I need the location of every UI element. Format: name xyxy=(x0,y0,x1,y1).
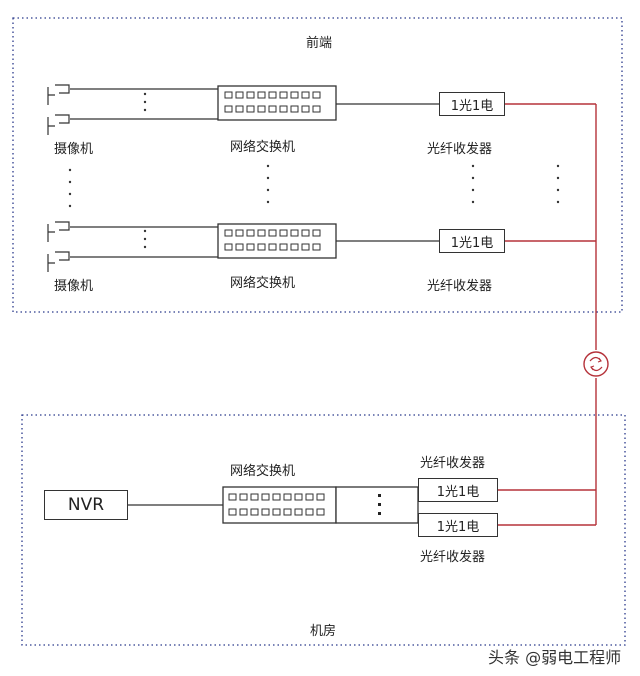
camera-label: 摄像机 xyxy=(54,142,94,157)
front-end-region-border xyxy=(12,17,623,313)
camera-icon xyxy=(47,221,70,242)
camera-icon xyxy=(47,251,70,272)
switch-label: 网络交换机 xyxy=(230,276,296,291)
camera-icon xyxy=(47,84,70,105)
transceiver-label: 光纤收发器 xyxy=(427,279,493,294)
fiber-coupler-icon xyxy=(583,351,609,377)
server-room-region-border xyxy=(21,414,626,646)
server-room-title: 机房 xyxy=(310,624,337,639)
camera-icon xyxy=(47,114,70,135)
front-end-title: 前端 xyxy=(306,36,333,51)
vertical-ellipsis xyxy=(378,494,381,515)
vertical-ellipsis xyxy=(68,164,560,208)
transceiver-label: 光纤收发器 xyxy=(420,550,486,565)
fiber-transceiver: 1光1电 xyxy=(418,478,498,502)
transceiver-label: 光纤收发器 xyxy=(427,142,493,157)
fiber-transceiver: 1光1电 xyxy=(439,229,505,253)
camera-label: 摄像机 xyxy=(54,279,94,294)
watermark: 头条 @弱电工程师 xyxy=(488,648,622,667)
switch-icon xyxy=(222,486,337,524)
switch-icon xyxy=(217,85,337,121)
fiber-transceiver: 1光1电 xyxy=(439,92,505,116)
transceiver-label: 光纤收发器 xyxy=(420,456,486,471)
switch-label: 网络交换机 xyxy=(230,464,296,479)
switch-label: 网络交换机 xyxy=(230,140,296,155)
vertical-ellipsis xyxy=(143,229,147,249)
switch-port-expansion-box xyxy=(335,486,419,524)
vertical-ellipsis xyxy=(143,92,147,112)
switch-icon xyxy=(217,223,337,259)
nvr-box: NVR xyxy=(44,490,128,520)
fiber-transceiver: 1光1电 xyxy=(418,513,498,537)
